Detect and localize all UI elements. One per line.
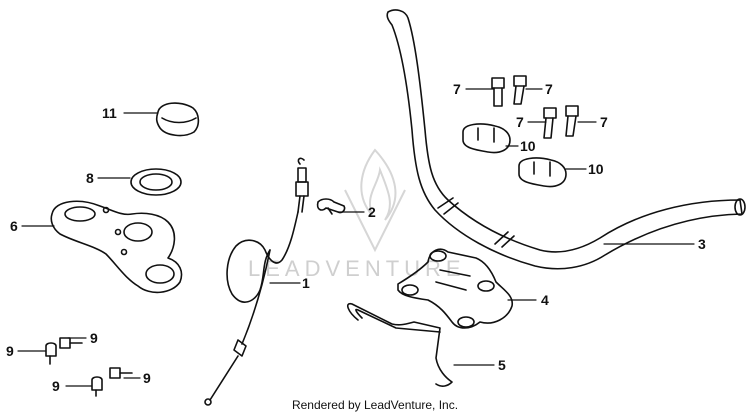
watermark-flame-icon	[360, 148, 397, 221]
callout-4: 4	[541, 292, 549, 308]
callout-7d: 7	[600, 114, 608, 130]
callout-9b: 9	[6, 343, 14, 359]
bolt-7d	[565, 105, 579, 137]
callout-3: 3	[698, 236, 706, 252]
callout-1: 1	[302, 275, 310, 291]
watermark: LEADVENTURE	[248, 148, 466, 281]
callout-8: 8	[86, 170, 94, 186]
callout-9a: 9	[90, 330, 98, 346]
wire-bracket-5	[346, 302, 453, 387]
holder-cap-10b	[518, 157, 567, 188]
callout-9d: 9	[52, 378, 60, 394]
callout-7c: 7	[516, 114, 524, 130]
callout-5: 5	[498, 357, 506, 373]
holder-lower-4	[397, 248, 514, 329]
bolt-7c	[543, 107, 557, 139]
callout-2: 2	[368, 204, 376, 220]
callout-10b: 10	[588, 161, 604, 177]
watermark-v-icon	[344, 189, 406, 253]
callout-7b: 7	[545, 81, 553, 97]
screw-9c	[109, 367, 133, 379]
holder-cap-10a	[462, 123, 511, 154]
clip-2	[316, 198, 346, 215]
callout-7a: 7	[453, 81, 461, 97]
callout-10a: 10	[520, 138, 536, 154]
cable-1	[204, 157, 309, 406]
callouts: 11 8 6 1 2 3 4 5 7 7 7 7 10 10 9 9 9 9	[6, 81, 706, 394]
screw-9a	[59, 337, 83, 349]
top-plate-6	[50, 200, 183, 294]
bolt-7a	[491, 77, 505, 107]
ring-8	[130, 168, 182, 196]
watermark-text: LEADVENTURE	[248, 256, 466, 281]
callout-6: 6	[10, 218, 18, 234]
leader-lines	[17, 88, 695, 387]
credit-line: Rendered by LeadVenture, Inc.	[291, 398, 459, 412]
callout-9c: 9	[143, 370, 151, 386]
handlebar	[386, 9, 746, 270]
callout-11: 11	[102, 105, 117, 121]
bolt-7b	[513, 75, 527, 105]
cap-11	[155, 102, 200, 137]
screw-9d	[91, 376, 103, 397]
screw-9b	[45, 342, 57, 365]
